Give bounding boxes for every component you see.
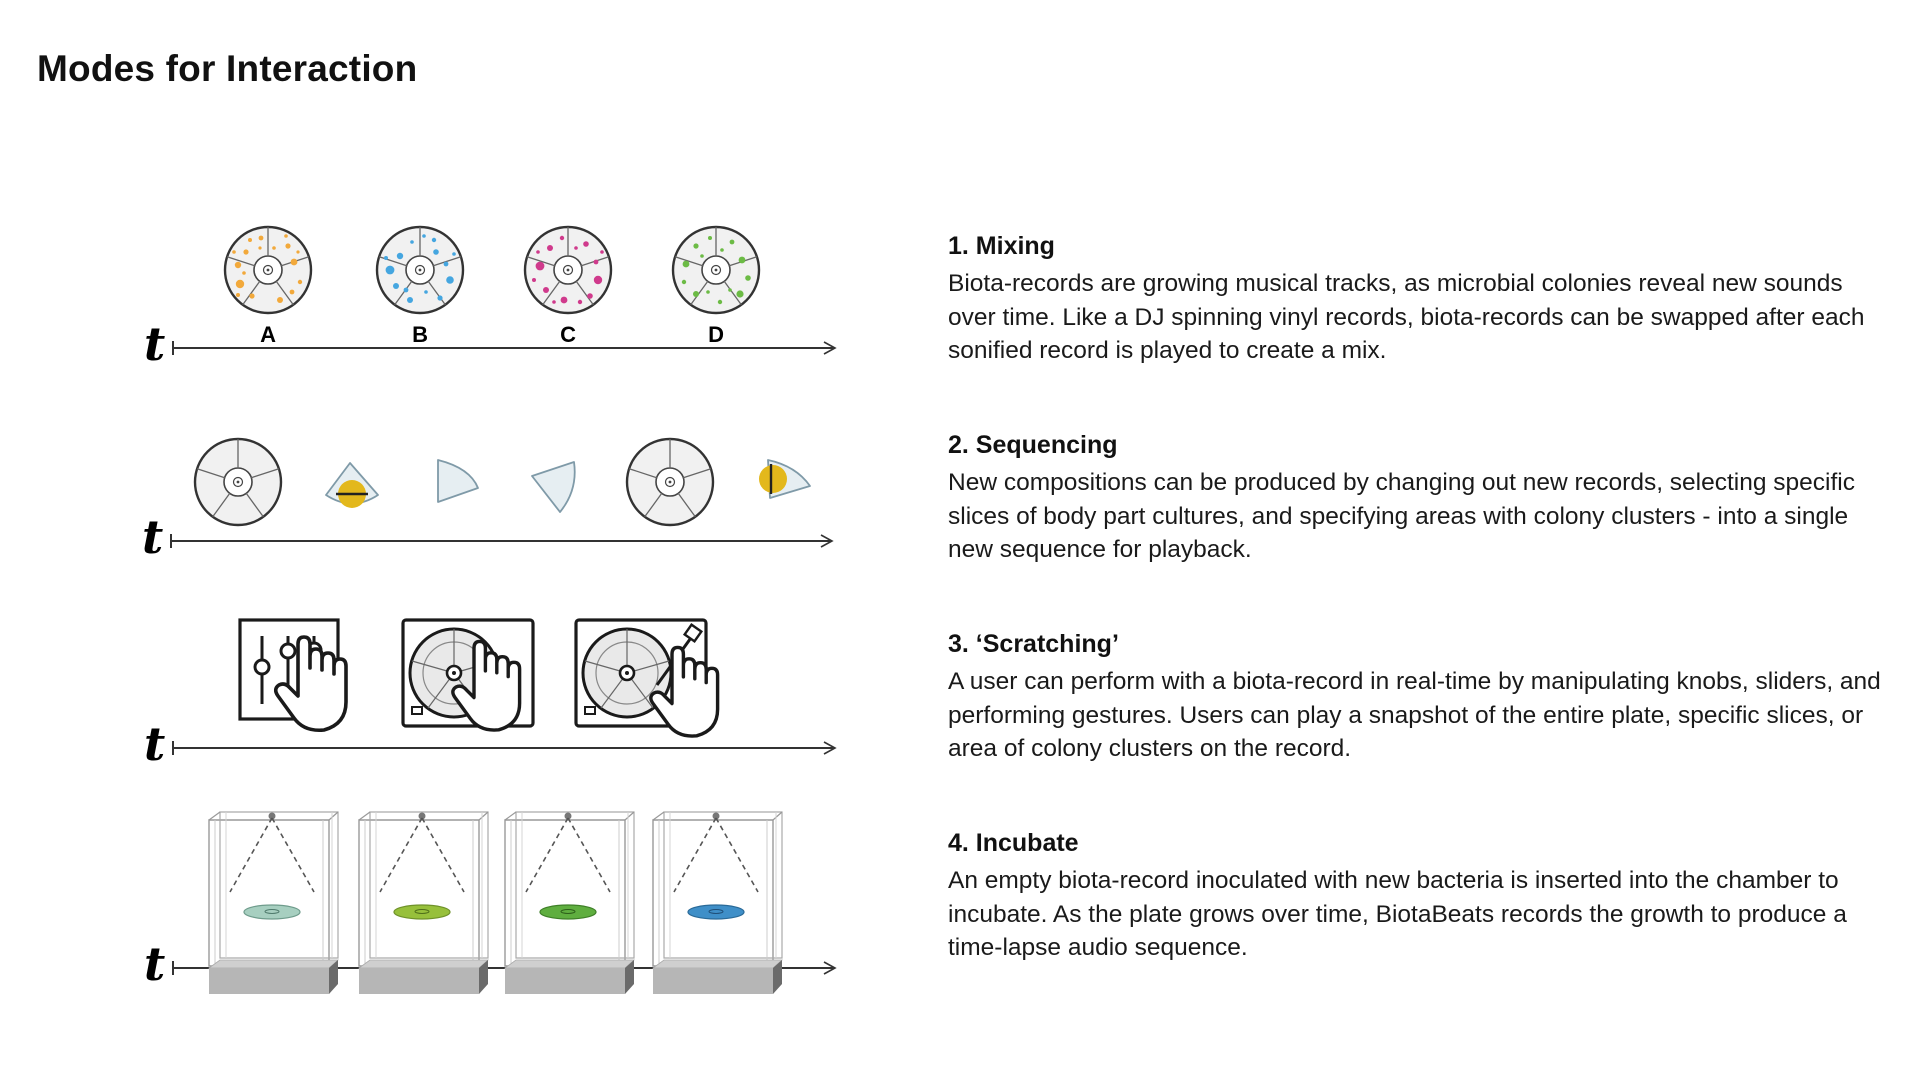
section-heading: 4. Incubate	[948, 829, 1079, 857]
timeline-label: t	[144, 317, 165, 371]
slider-knob	[279, 642, 297, 660]
colony-dots-d	[681, 236, 751, 305]
section-heading: 1. Mixing	[948, 232, 1055, 260]
record-c: C	[523, 225, 613, 347]
section-incubate: 4. Incubate An empty biota-record inocul…	[948, 827, 1888, 965]
culture-plate	[687, 904, 745, 920]
section-body: New compositions can be produced by chan…	[948, 469, 1856, 563]
timeline-mixing: t	[144, 317, 837, 371]
slider-knob	[253, 658, 271, 676]
sequence-slice-cluster	[759, 459, 811, 499]
colony-cluster-highlight	[759, 465, 787, 493]
incubation-chamber-2	[358, 811, 489, 995]
timeline-label: t	[142, 510, 163, 564]
timeline-scratching: t	[144, 717, 837, 771]
culture-plate	[393, 904, 451, 920]
timeline-sequencing: t	[142, 510, 834, 564]
sequence-slice	[531, 461, 576, 513]
timeline-label: t	[144, 717, 165, 771]
colony-dots-c	[532, 235, 604, 305]
culture-plate	[243, 904, 301, 920]
incubation-chamber-4	[652, 811, 783, 995]
incubation-chamber-3	[504, 811, 635, 995]
section-scratching: 3. ‘Scratching’ A user can perform with …	[948, 628, 1888, 766]
record-label-d: D	[708, 322, 724, 347]
section-body: A user can perform with a biota-record i…	[948, 668, 1881, 762]
sequence-slice-highlighted	[325, 462, 379, 508]
sequence-record-1	[193, 437, 283, 527]
section-heading: 3. ‘Scratching’	[948, 630, 1119, 658]
timeline-label: t	[144, 937, 165, 991]
sequence-slice	[437, 459, 479, 503]
section-heading: 2. Sequencing	[948, 431, 1118, 459]
section-sequencing: 2. Sequencing New compositions can be pr…	[948, 429, 1888, 567]
section-body: Biota-records are growing musical tracks…	[948, 270, 1865, 364]
incubation-chamber-1	[208, 811, 339, 995]
section-mixing: 1. Mixing Biota-records are growing musi…	[948, 230, 1888, 368]
record-d: D	[671, 225, 761, 347]
culture-plate	[539, 904, 597, 920]
record-b: B	[375, 225, 465, 347]
section-body: An empty biota-record inoculated with ne…	[948, 867, 1847, 961]
colony-dots-a	[232, 234, 303, 303]
colony-dots-b	[384, 234, 456, 303]
record-a: A	[223, 225, 313, 347]
record-label-a: A	[260, 322, 276, 347]
page-title: Modes for Interaction	[37, 48, 418, 89]
record-label-b: B	[412, 322, 428, 347]
record-label-c: C	[560, 322, 576, 347]
sequence-record-2	[625, 437, 715, 527]
